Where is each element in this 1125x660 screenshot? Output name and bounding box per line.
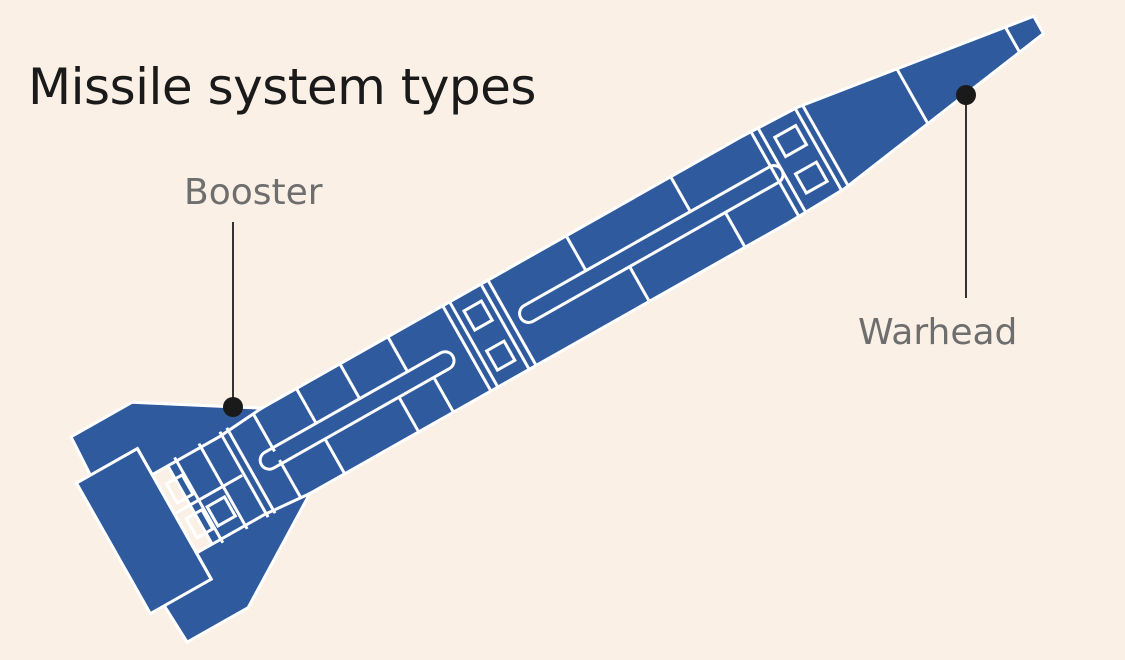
missile [68, 14, 1046, 645]
warhead-marker-dot [956, 85, 976, 105]
booster-label: Booster [184, 172, 323, 213]
booster-marker-dot [223, 397, 243, 417]
warhead-label: Warhead [858, 312, 1018, 353]
page-title: Missile system types [28, 58, 536, 116]
missile-detail-lines [136, 26, 1021, 580]
